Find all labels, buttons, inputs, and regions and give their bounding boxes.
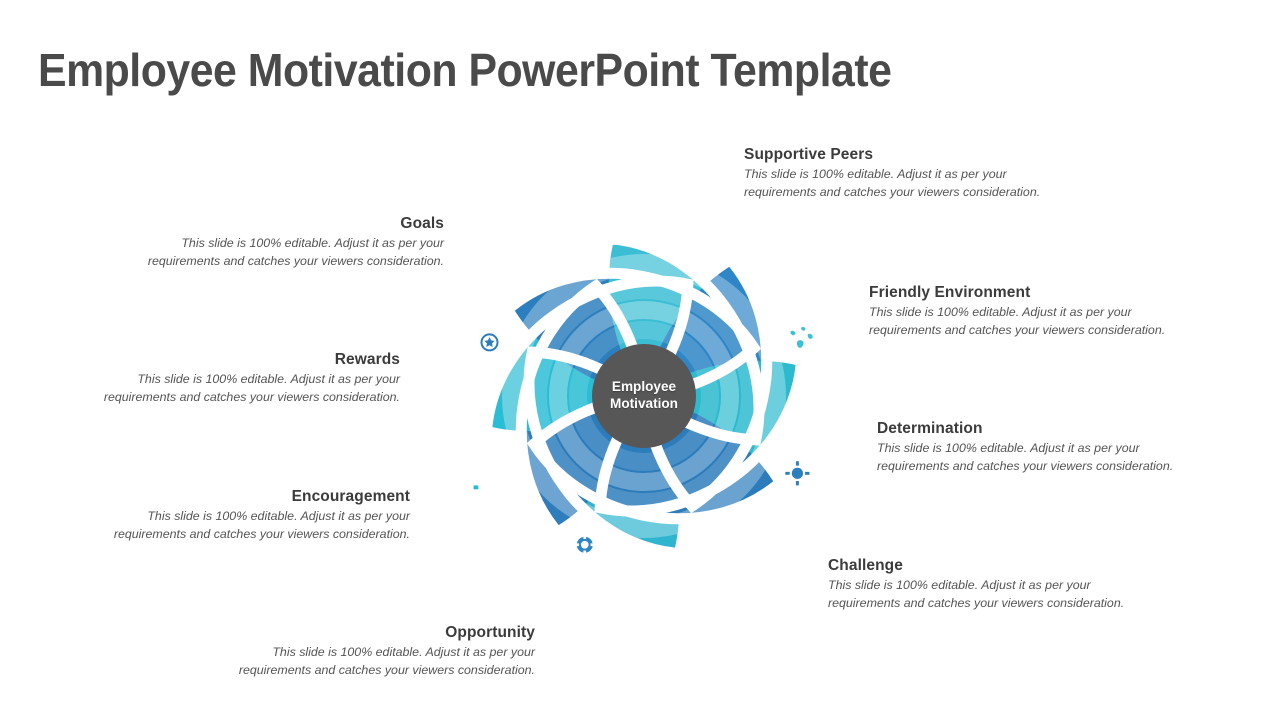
callout-body-rewards: This slide is 100% editable. Adjust it a… — [103, 372, 400, 404]
callout-title-supportive-peers: Supportive Peers — [744, 146, 874, 163]
callout-opportunity: Opportunity This slide is 100% editable.… — [215, 623, 535, 680]
callout-title-goals: Goals — [400, 215, 444, 232]
callout-title-rewards: Rewards — [334, 351, 400, 368]
callout-title-friendly-environment: Friendly Environment — [869, 284, 1031, 301]
hub-circle[interactable] — [592, 344, 696, 448]
callout-title-encouragement: Encouragement — [291, 488, 410, 505]
page-title: Employee Motivation PowerPoint Template — [38, 44, 892, 96]
mountain-flag-icon — [701, 529, 748, 571]
callout-body-supportive-peers: This slide is 100% editable. Adjust it a… — [744, 167, 1041, 199]
lightbulb-gear-icon — [560, 522, 610, 573]
callout-title-determination: Determination — [877, 420, 983, 437]
people-group-icon — [686, 228, 738, 264]
callout-body-friendly-environment: This slide is 100% editable. Adjust it a… — [869, 305, 1166, 337]
callout-friendly-environment: Friendly Environment This slide is 100% … — [869, 283, 1189, 340]
callout-title-challenge: Challenge — [828, 557, 903, 574]
medal-star-icon — [473, 309, 506, 356]
callout-body-challenge: This slide is 100% editable. Adjust it a… — [828, 578, 1125, 610]
pinwheel-diagram: Employee Motivation — [424, 176, 864, 616]
eco-globe-icon — [785, 308, 816, 353]
callout-determination: Determination This slide is 100% editabl… — [877, 419, 1197, 476]
callout-supportive-peers: Supportive Peers This slide is 100% edit… — [744, 145, 1064, 202]
callout-body-encouragement: This slide is 100% editable. Adjust it a… — [113, 509, 410, 541]
pinwheel-svg — [471, 228, 822, 573]
callout-goals: Goals This slide is 100% editable. Adjus… — [124, 214, 444, 271]
callout-body-goals: This slide is 100% editable. Adjust it a… — [147, 236, 444, 268]
thumbs-up-plus-icon — [471, 451, 512, 493]
inner-ring-group — [502, 254, 786, 538]
team-gear-icon — [773, 440, 822, 486]
petal-gap-group — [481, 233, 807, 559]
callout-rewards: Rewards This slide is 100% editable. Adj… — [80, 350, 400, 407]
target-icon — [569, 230, 617, 265]
callout-title-opportunity: Opportunity — [445, 624, 535, 641]
callout-challenge: Challenge This slide is 100% editable. A… — [828, 556, 1148, 613]
callout-body-opportunity: This slide is 100% editable. Adjust it a… — [238, 645, 535, 677]
callout-body-determination: This slide is 100% editable. Adjust it a… — [877, 441, 1174, 473]
callout-encouragement: Encouragement This slide is 100% editabl… — [90, 487, 410, 544]
